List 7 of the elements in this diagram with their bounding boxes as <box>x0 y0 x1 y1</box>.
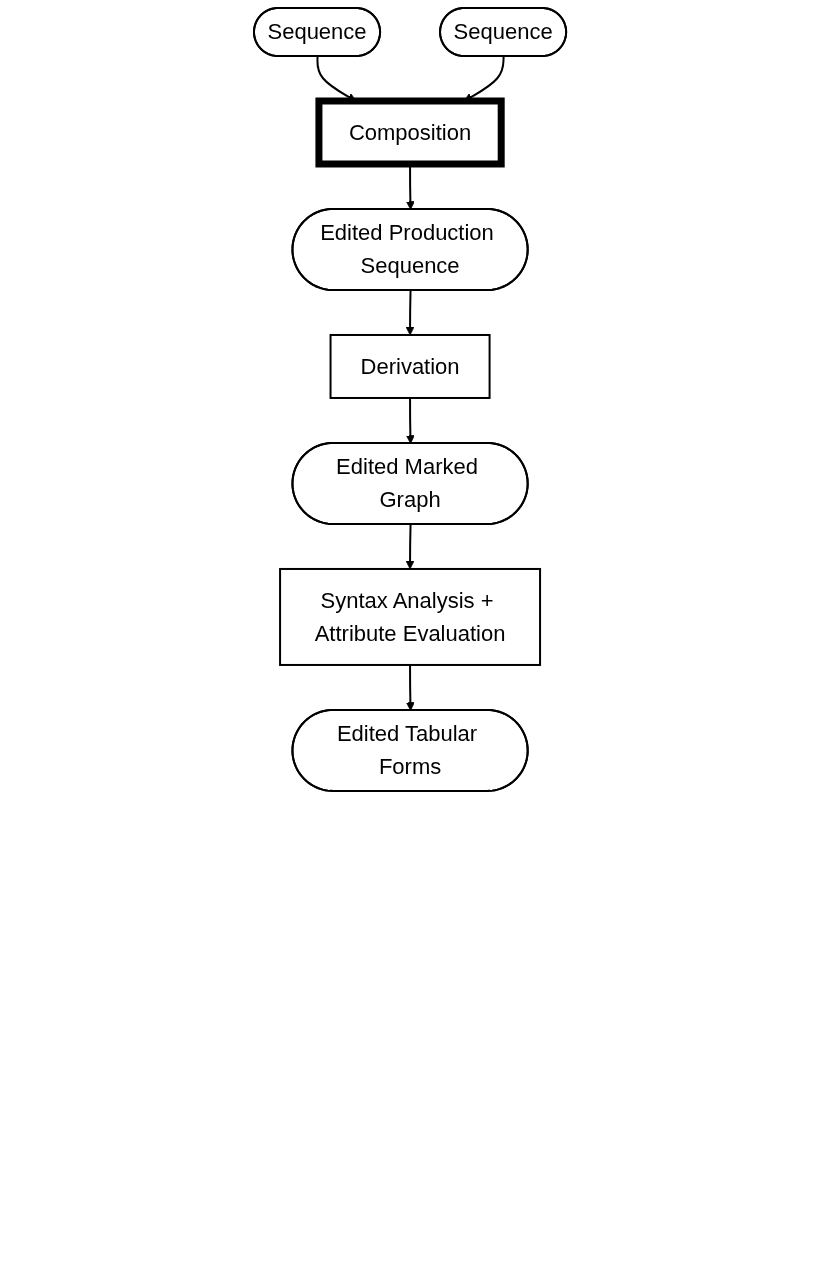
arrow <box>406 289 415 336</box>
node-box: Syntax Analysis + Attribute Evaluation <box>279 567 542 666</box>
arrow <box>406 397 416 444</box>
node-box: Derivation <box>330 334 491 399</box>
arrow <box>406 663 416 711</box>
node-box: Composition <box>315 97 506 168</box>
arrow <box>406 523 415 570</box>
